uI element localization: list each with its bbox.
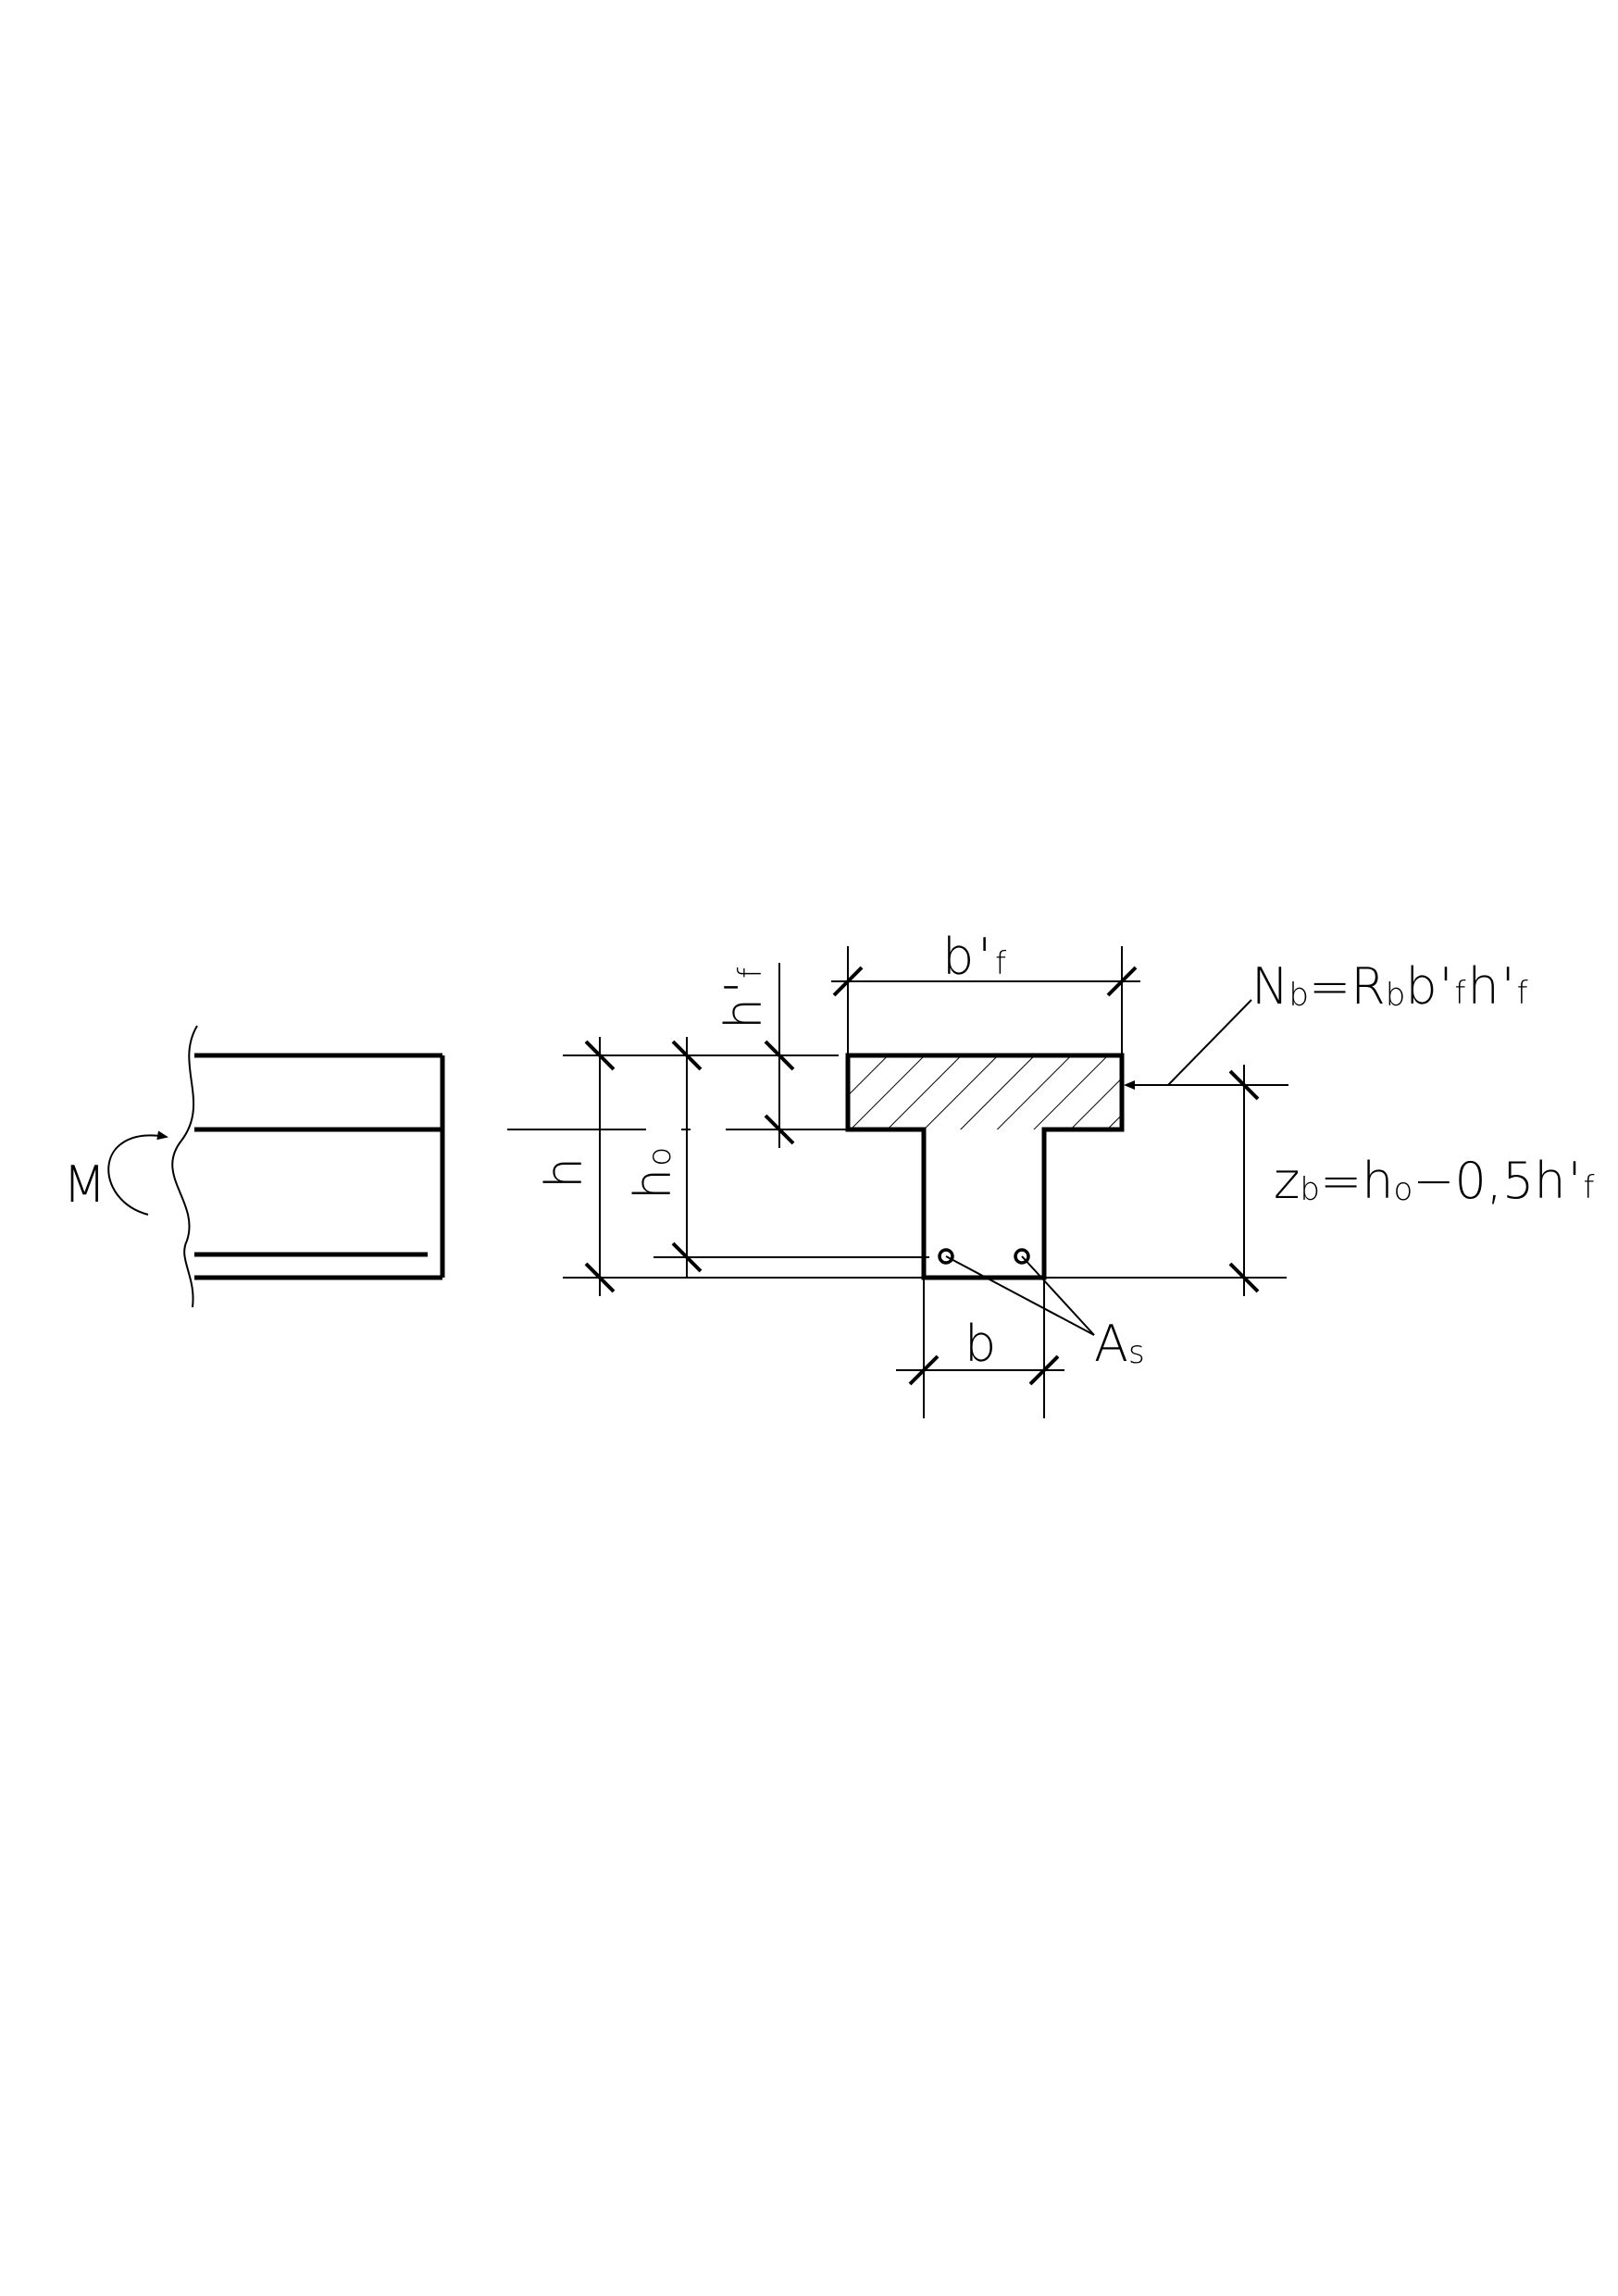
dim-tick: [671, 1242, 703, 1273]
t-section: As: [845, 1053, 1145, 1373]
compression-force-label: Nb=Rbb'fh'f: [1251, 957, 1528, 1016]
flange-compression-zone-hatch: [848, 1055, 1122, 1129]
reinforcement-leader-right: [1021, 1255, 1095, 1336]
beam-break-line: [171, 1025, 198, 1308]
dim-tick: [764, 1040, 795, 1071]
dim-flange-height-label: h'f: [715, 967, 773, 1029]
compression-force: Nb=Rbb'fh'f: [1124, 957, 1528, 1090]
dim-tick: [671, 1040, 703, 1071]
dim-web-width-label: b: [965, 1315, 996, 1373]
dim-tick: [1228, 1069, 1260, 1101]
reinforcement-leader-left: [945, 1255, 1095, 1336]
dim-effective-depth-label: ho: [624, 1147, 682, 1200]
dim-tick: [764, 1114, 795, 1145]
moment-arrow: [107, 1130, 168, 1216]
reinforcement-label: As: [1094, 1315, 1145, 1373]
dim-tick: [584, 1040, 616, 1071]
moment-label: M: [63, 1155, 106, 1214]
dim-tick: [584, 1262, 616, 1293]
dim-tick: [1106, 966, 1138, 997]
dim-tick: [908, 1354, 940, 1386]
dim-tick: [1228, 1262, 1260, 1293]
dimensions: b'f h'f h ho b zb=ho−0,5h'f: [507, 928, 1594, 1418]
compression-force-leader: [1167, 999, 1252, 1086]
beam-elevation: M: [63, 1025, 445, 1308]
dim-tick: [1028, 1354, 1060, 1386]
dim-total-height-label: h: [535, 1157, 593, 1189]
dim-tick: [832, 966, 864, 997]
lever-arm-label: zb=ho−0,5h'f: [1274, 1152, 1594, 1210]
dim-flange-width-label: b'f: [942, 928, 1006, 986]
